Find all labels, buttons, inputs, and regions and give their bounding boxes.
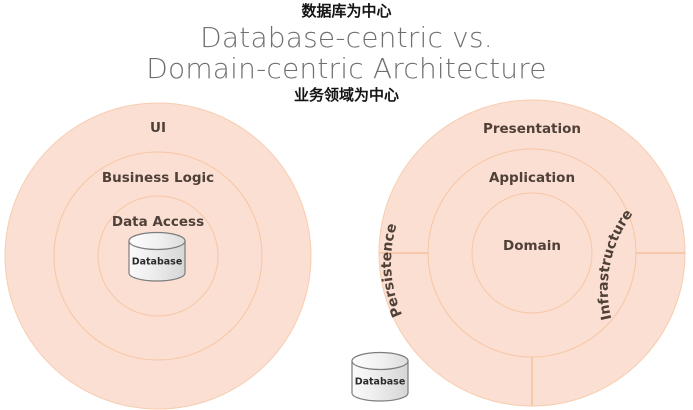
right-ring-label-application: Application xyxy=(488,170,576,186)
title-annotation-bottom: 业务领域为中心 xyxy=(293,86,399,104)
cylinder-top xyxy=(351,351,409,371)
right-ring-label-domain: Domain xyxy=(503,238,561,254)
left-database-label: Database xyxy=(131,256,183,268)
title-annotation-top: 数据库为中心 xyxy=(301,2,392,20)
left-ring-label-data-access: Data Access xyxy=(111,214,205,230)
standalone-database-cylinder-icon xyxy=(351,351,409,402)
cylinder-body xyxy=(351,360,409,402)
right-ring-domain xyxy=(471,192,593,314)
left-database-cylinder-icon xyxy=(128,231,186,282)
cylinder-body xyxy=(128,240,186,282)
standalone-database-label: Database xyxy=(354,376,406,388)
right-ring-label-presentation: Presentation xyxy=(482,121,582,137)
left-ring-label-business-logic: Business Logic xyxy=(101,170,215,186)
right-architecture-diagram xyxy=(378,99,686,407)
left-ring-label-ui: UI xyxy=(150,120,166,136)
cylinder-top xyxy=(128,231,186,251)
